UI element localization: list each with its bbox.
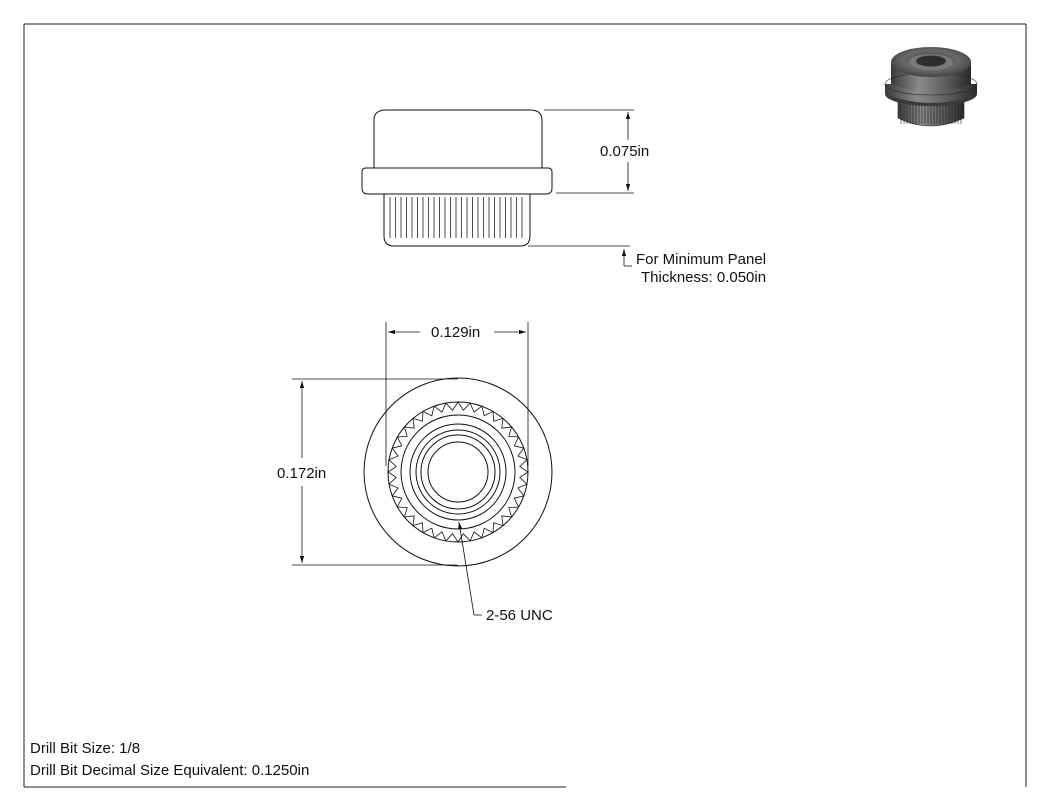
front-view-nut: [363, 377, 553, 567]
height-dimension: [544, 109, 634, 194]
outer-diameter-dimension: [292, 378, 458, 566]
height-dimension-label: 0.075in: [600, 143, 650, 160]
panel-thickness-leader: [528, 245, 632, 267]
drawing-frame: [23, 23, 1027, 788]
side-view-nut: [361, 109, 553, 247]
thread-leader: [458, 521, 482, 616]
side-view-knurl-lines: [389, 197, 523, 238]
panel-note-line2: Thickness: 0.050in: [641, 269, 767, 286]
isometric-preview-image: [884, 47, 978, 127]
knurl-teeth-outline: [387, 401, 529, 543]
panel-note-line1: For Minimum Panel: [636, 251, 767, 268]
drill-bit-size-note: Drill Bit Size: 1/8: [30, 740, 141, 757]
drill-bit-decimal-note: Drill Bit Decimal Size Equivalent: 0.125…: [30, 762, 310, 779]
outer-diameter-label: 0.172in: [277, 465, 327, 482]
knurl-diameter-label: 0.129in: [431, 324, 481, 341]
thread-callout-label: 2-56 UNC: [486, 607, 553, 624]
knurl-diameter-dimension: [385, 322, 529, 466]
front-view-knurl-teeth: [387, 401, 529, 543]
